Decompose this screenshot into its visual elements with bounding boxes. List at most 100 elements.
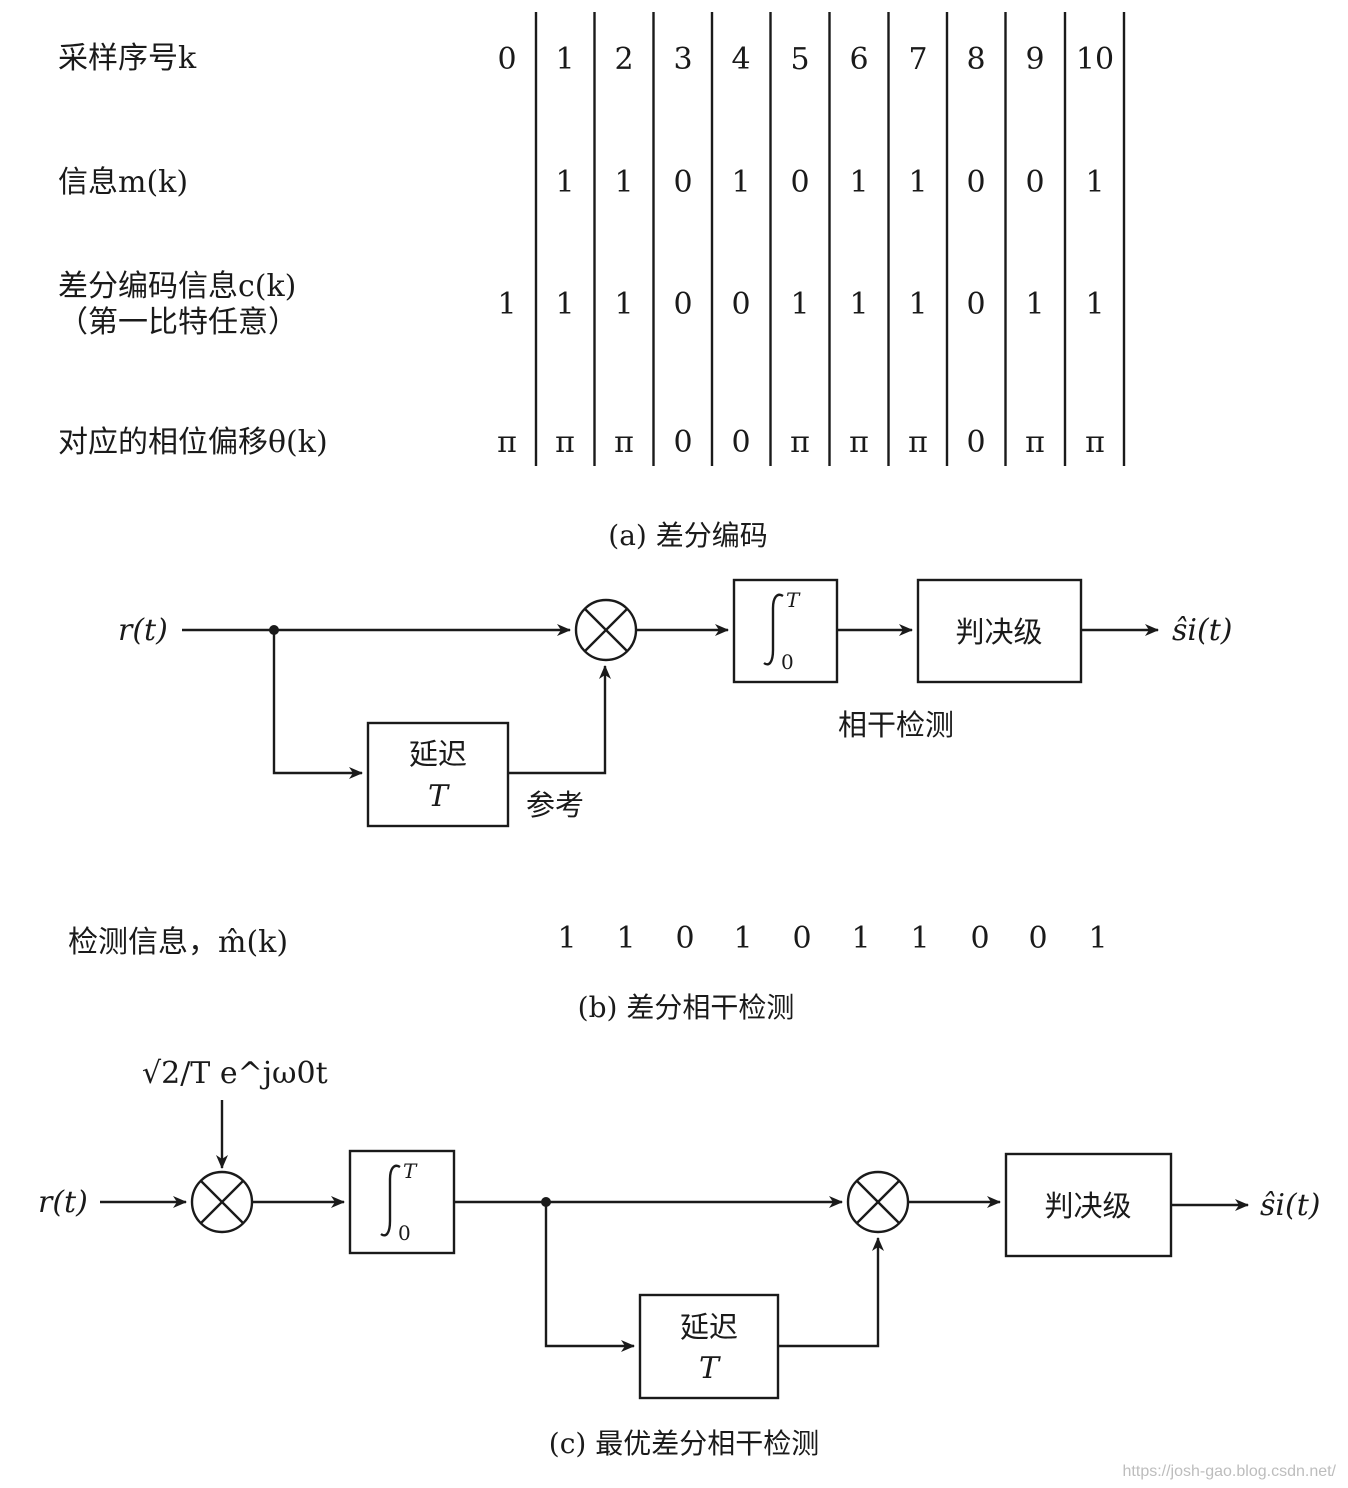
message-bit-cell: 1	[849, 165, 868, 200]
coded-bit-cell: 1	[1025, 287, 1044, 322]
sample-index-cell: 1	[555, 42, 574, 77]
multiplier-icon	[574, 598, 638, 662]
decision-label-b: 判决级	[955, 615, 1042, 649]
output-signal-label-b: ŝi(t)	[1172, 613, 1232, 648]
sample-index-cell: 2	[614, 42, 633, 77]
message-bit-cell: 1	[731, 165, 750, 200]
phase-cell: π	[849, 425, 869, 460]
coded-bit-cell: 1	[849, 287, 868, 322]
encoding-table: 采样序号k 信息m(k) 差分编码信息c(k) （第一比特任意） 对应的相位偏移…	[58, 12, 1126, 466]
coded-bit-cell: 1	[1085, 287, 1104, 322]
detected-bit-cell: 0	[970, 921, 989, 956]
row-label-phase-shift: 对应的相位偏移θ(k)	[58, 425, 328, 460]
coded-bit-cell: 0	[731, 287, 750, 322]
coherent-detection-label: 相干检测	[838, 708, 954, 742]
coded-bit-cell: 1	[614, 287, 633, 322]
sample-index-cell: 5	[790, 42, 809, 77]
reference-label: 参考	[526, 788, 584, 822]
phase-cell: π	[1025, 425, 1045, 460]
detected-bit-cell: 1	[616, 921, 635, 956]
row-label-first-bit-note: （第一比特任意）	[58, 305, 298, 340]
delay-to-multiplier-c	[778, 1237, 884, 1348]
delay-period-c: T	[699, 1351, 721, 1386]
integrator-block-b	[732, 578, 839, 684]
sample-index-cell: 4	[731, 42, 750, 77]
phase-cell: π	[790, 425, 810, 460]
carrier-label: √2/T e^jω0t	[142, 1056, 328, 1091]
delay-block-b	[366, 721, 510, 828]
caption-b: (b) 差分相干检测	[578, 991, 795, 1024]
diagram-c: √2/T e^jω0t r(t) T 0 延迟 T 判决级 ŝi(t)	[38, 1056, 1320, 1400]
integral-lower-limit-c: 0	[398, 1221, 411, 1245]
sample-index-cell: 7	[908, 42, 927, 77]
coded-bit-cell: 1	[497, 287, 516, 322]
table-column-separators	[534, 12, 1126, 466]
detected-bit-cell: 0	[792, 921, 811, 956]
detected-message-label: 检测信息，m̂(k)	[68, 925, 288, 960]
delay-period-b: T	[428, 779, 450, 814]
branch-to-delay-c	[544, 1202, 635, 1352]
sample-index-cell: 10	[1076, 42, 1114, 77]
phase-cell: 0	[966, 425, 985, 460]
detected-bit-cell: 1	[1088, 921, 1107, 956]
input-signal-label-b: r(t)	[118, 613, 168, 648]
sample-index-cell: 8	[966, 42, 985, 77]
phase-cell: π	[908, 425, 928, 460]
integral-upper-limit-c: T	[403, 1159, 418, 1183]
detected-bit-cell: 1	[733, 921, 752, 956]
row-phase-shift: π π π 0 0 π π π 0 π π	[497, 425, 1105, 460]
decision-block-c	[1004, 1152, 1173, 1258]
phase-cell: 0	[673, 425, 692, 460]
decision-label-c: 判决级	[1044, 1189, 1131, 1223]
message-bit-cell: 0	[966, 165, 985, 200]
message-bit-cell: 1	[555, 165, 574, 200]
sample-index-cell: 0	[497, 42, 516, 77]
row-label-message: 信息m(k)	[58, 165, 188, 200]
sample-index-cell: 9	[1025, 42, 1044, 77]
detected-bit-cell: 1	[910, 921, 929, 956]
input-signal-label-c: r(t)	[38, 1185, 88, 1220]
output-signal-label-c: ŝi(t)	[1260, 1188, 1320, 1223]
integral-sign-icon	[763, 593, 784, 666]
phase-cell: π	[614, 425, 634, 460]
row-label-sample-index: 采样序号k	[58, 41, 197, 76]
branch-to-delay-b	[272, 630, 363, 779]
detected-bit-cell: 0	[675, 921, 694, 956]
phase-cell: 0	[731, 425, 750, 460]
message-bit-cell: 0	[673, 165, 692, 200]
row-sample-index: 0 1 2 3 4 5 6 7 8 9 10	[497, 42, 1114, 77]
integrator-block-c	[348, 1149, 456, 1255]
caption-c: (c) 最优差分相干检测	[549, 1427, 819, 1460]
detected-bit-cell: 0	[1028, 921, 1047, 956]
coded-bit-cell: 0	[673, 287, 692, 322]
phase-cell: π	[497, 425, 517, 460]
phase-cell: π	[1085, 425, 1105, 460]
integral-sign-icon	[380, 1164, 401, 1237]
coded-bit-cell: 0	[966, 287, 985, 322]
message-bit-cell: 1	[908, 165, 927, 200]
watermark: https://josh-gao.blog.csdn.net/	[1123, 1463, 1337, 1480]
sample-index-cell: 6	[849, 42, 868, 77]
integral-lower-limit-b: 0	[781, 650, 794, 674]
reference-line-b	[508, 665, 611, 775]
message-bit-cell: 1	[614, 165, 633, 200]
mixer-icon	[190, 1170, 254, 1234]
message-bit-cell: 0	[1025, 165, 1044, 200]
coded-bit-cell: 1	[908, 287, 927, 322]
caption-a: (a) 差分编码	[608, 519, 767, 552]
sample-index-cell: 3	[673, 42, 692, 77]
multiplier-icon	[846, 1170, 910, 1234]
integral-upper-limit-b: T	[786, 588, 801, 612]
message-bit-cell: 1	[1085, 165, 1104, 200]
detected-bit-cell: 1	[851, 921, 870, 956]
delay-block-c	[638, 1293, 780, 1400]
decision-block-b	[916, 578, 1083, 684]
delay-label-c: 延迟	[680, 1310, 738, 1344]
phase-cell: π	[555, 425, 575, 460]
coded-bit-cell: 1	[790, 287, 809, 322]
diagram-b: r(t) 延迟 T 参考 T 0 相干检测 判决级 ŝi(t)	[118, 578, 1232, 828]
